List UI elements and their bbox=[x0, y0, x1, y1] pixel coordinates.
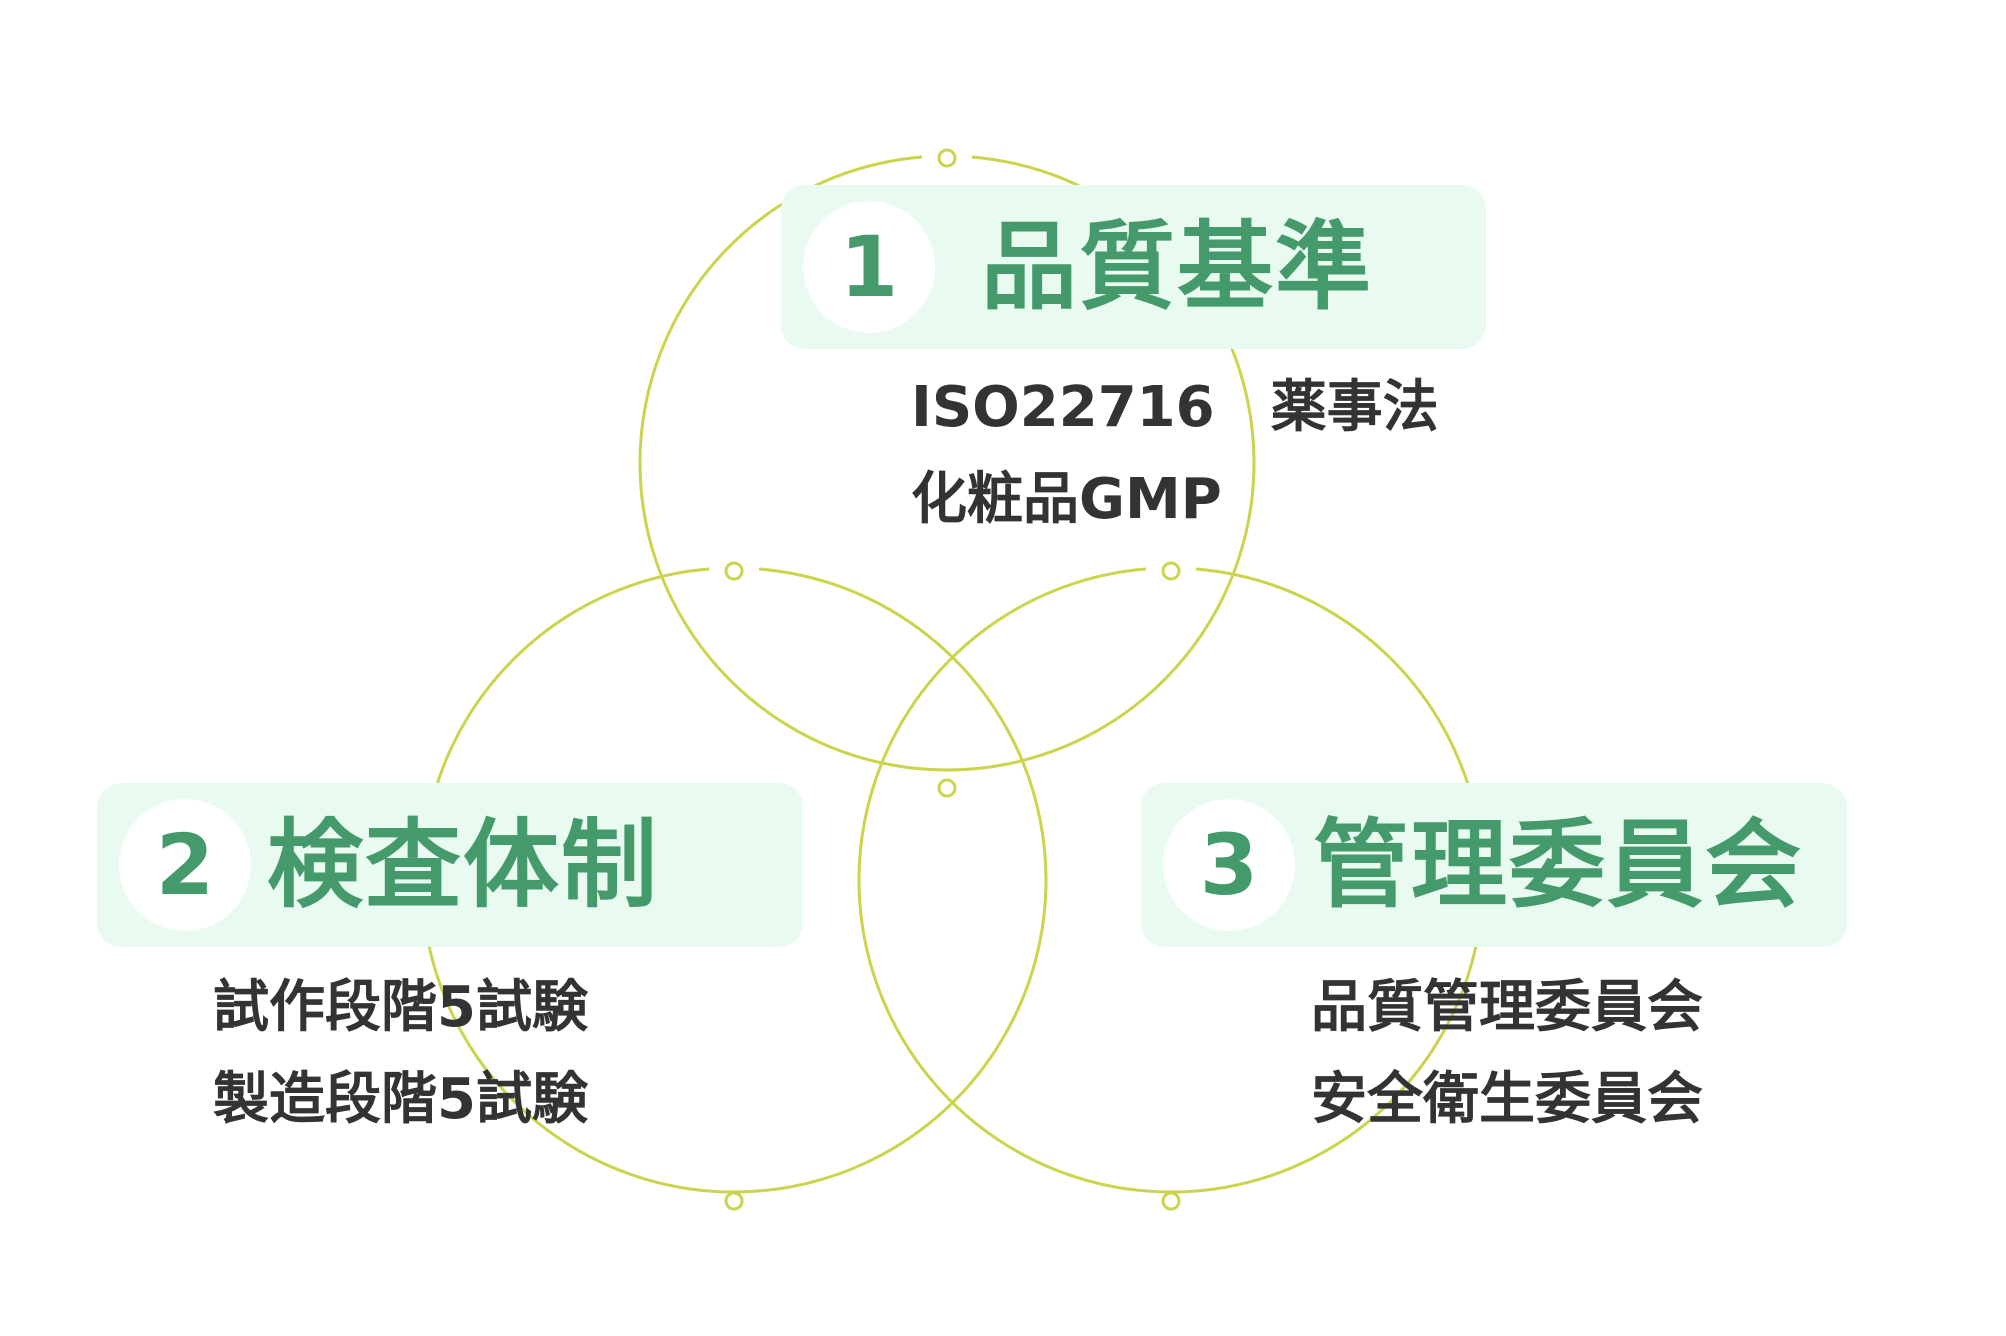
section-1-items: ISO22716 薬事法 化粧品GMP bbox=[911, 362, 1439, 546]
section-2-number: 2 bbox=[155, 816, 215, 914]
section-2-number-badge: 2 bbox=[119, 799, 251, 931]
section-2-item: 製造段階5試験 bbox=[213, 1067, 588, 1132]
section-3-item: 品質管理委員会 bbox=[1311, 975, 1703, 1040]
section-2-title: 検査体制 bbox=[267, 809, 659, 921]
section-1-title-box: 1 品質基準 bbox=[781, 185, 1486, 349]
section-1-number: 1 bbox=[839, 218, 899, 316]
venn-circle-left bbox=[420, 561, 1048, 1211]
section-3-title-box: 3 管理委員会 bbox=[1141, 783, 1847, 947]
section-3-title: 管理委員会 bbox=[1313, 809, 1803, 921]
section-1-number-badge: 1 bbox=[803, 201, 935, 333]
section-2-item: 試作段階5試験 bbox=[213, 975, 588, 1040]
section-2-title-box: 2 検査体制 bbox=[97, 783, 803, 947]
section-3-item: 安全衛生委員会 bbox=[1311, 1067, 1703, 1132]
section-1-item: 化粧品GMP bbox=[911, 467, 1222, 532]
section-3-number-badge: 3 bbox=[1163, 799, 1295, 931]
venn-circle-right bbox=[857, 561, 1485, 1211]
section-1-title: 品質基準 bbox=[981, 211, 1373, 323]
section-3-number: 3 bbox=[1199, 816, 1259, 914]
section-3-items: 品質管理委員会 安全衛生委員会 bbox=[1311, 962, 1703, 1146]
section-1-item: ISO22716 薬事法 bbox=[911, 375, 1439, 440]
section-2-items: 試作段階5試験 製造段階5試験 bbox=[213, 962, 588, 1146]
